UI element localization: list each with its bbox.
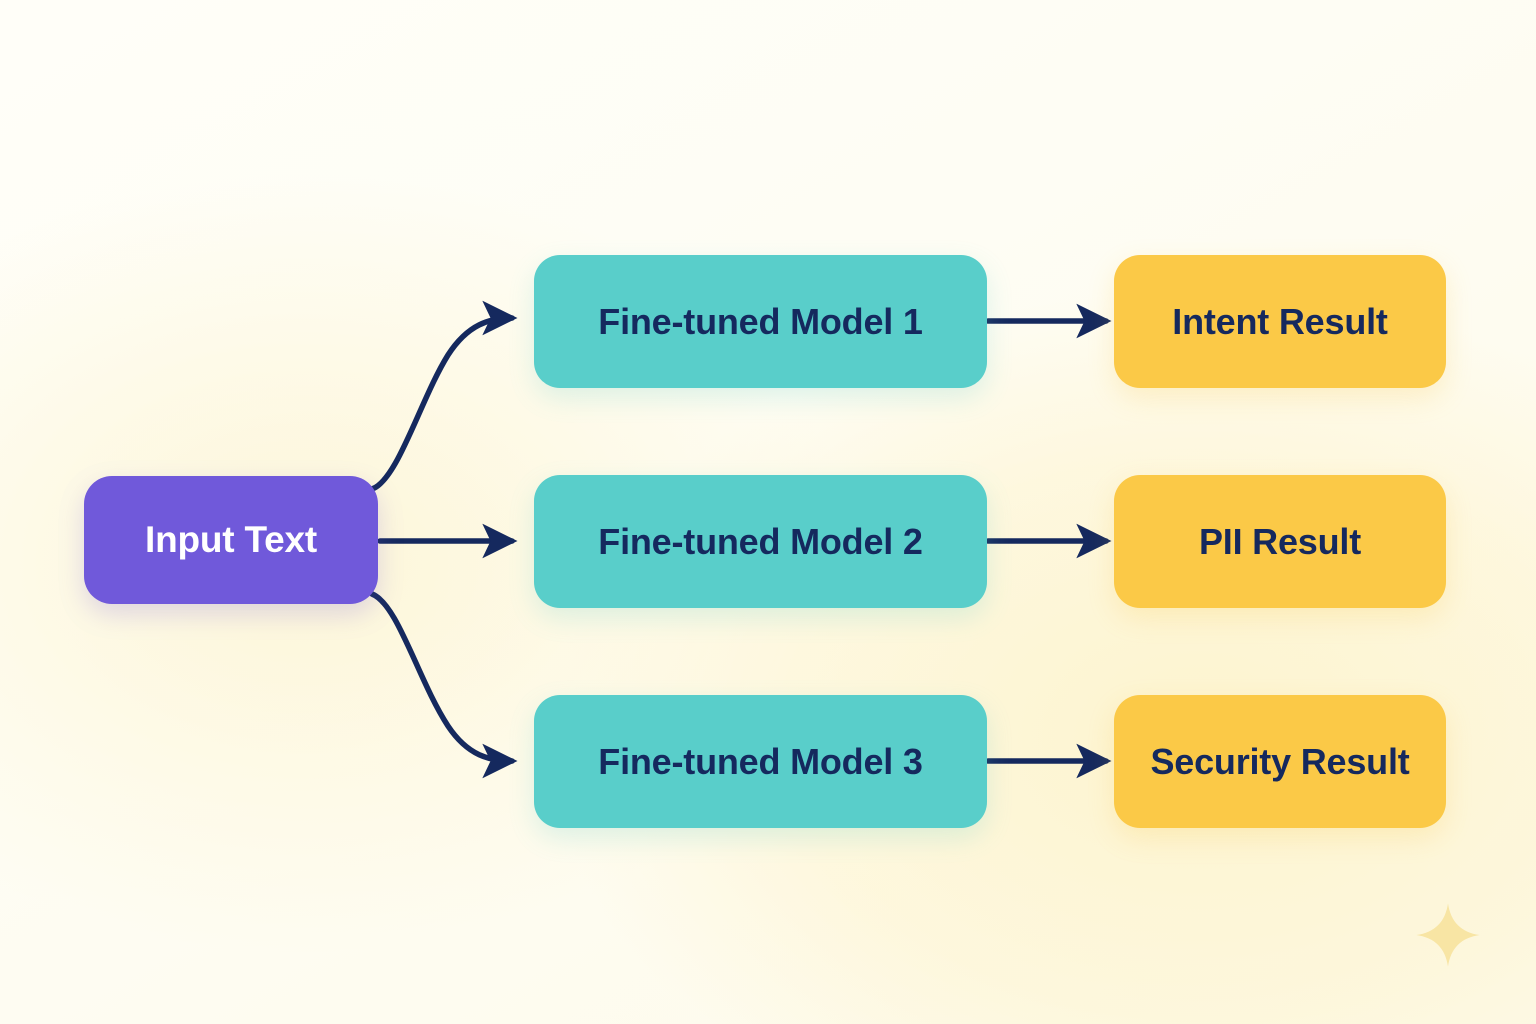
node-pii-result-label: PII Result [1198, 520, 1362, 562]
node-input-text-label: Input Text [144, 519, 318, 560]
node-input-text[interactable]: Input Text [84, 476, 378, 604]
node-fine-tuned-model-2[interactable]: Fine-tuned Model 2 [534, 475, 987, 608]
node-fine-tuned-model-1-label: Fine-tuned Model 1 [598, 300, 923, 342]
node-fine-tuned-model-3-label: Fine-tuned Model 3 [598, 740, 923, 782]
node-intent-result[interactable]: Intent Result [1114, 255, 1446, 388]
edge-input-to-model-3 [369, 591, 518, 779]
node-pii-result[interactable]: PII Result [1114, 475, 1446, 608]
edge-input-to-model-1 [369, 300, 518, 492]
node-intent-result-label: Intent Result [1172, 300, 1388, 342]
node-fine-tuned-model-1[interactable]: Fine-tuned Model 1 [534, 255, 987, 388]
sparkle-icon [1416, 903, 1480, 967]
node-security-result[interactable]: Security Result [1114, 695, 1446, 828]
node-fine-tuned-model-3[interactable]: Fine-tuned Model 3 [534, 695, 987, 828]
node-fine-tuned-model-2-label: Fine-tuned Model 2 [598, 520, 923, 562]
node-security-result-label: Security Result [1150, 740, 1410, 782]
